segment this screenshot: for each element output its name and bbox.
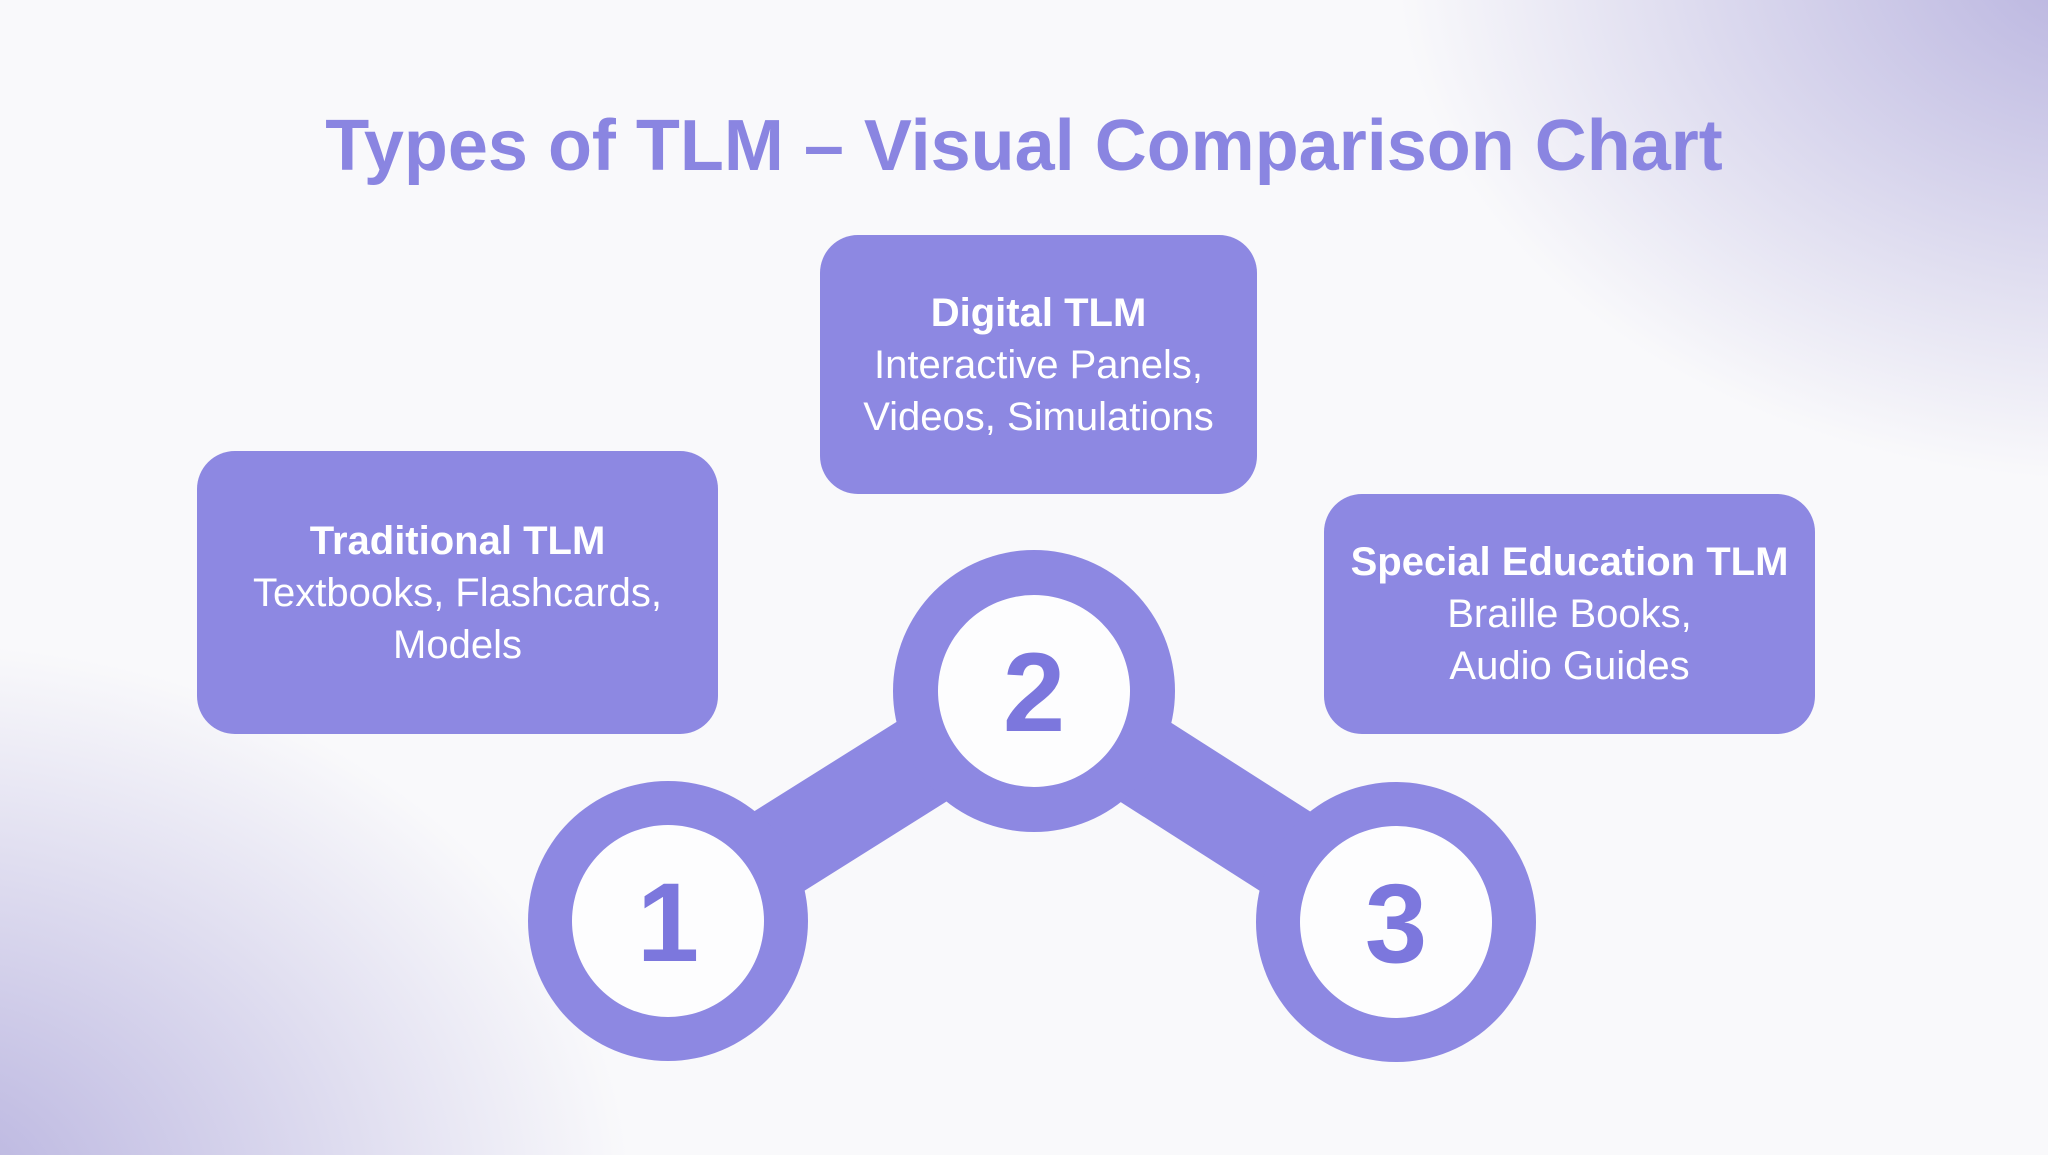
card-body-line: Videos, Simulations (863, 394, 1214, 439)
card-digital-tlm: Digital TLM Interactive Panels, Videos, … (820, 235, 1257, 494)
card-body-line: Interactive Panels, (873, 342, 1204, 387)
node-face-2 (938, 595, 1130, 787)
card-heading: Traditional TLM (309, 518, 606, 563)
page-title: Types of TLM – Visual Comparison Chart (325, 106, 1723, 186)
node-number-3: 3 (1365, 861, 1427, 986)
card-traditional-tlm: Traditional TLM Textbooks, Flashcards, M… (197, 451, 718, 734)
card-special-education-tlm: Special Education TLM Braille Books, Aud… (1324, 494, 1815, 734)
node-number-2: 2 (1003, 630, 1065, 755)
node-number-1: 1 (637, 860, 699, 985)
card-body-line: Audio Guides (1449, 644, 1690, 688)
node-face-1 (572, 825, 764, 1017)
card-body-line: Models (393, 622, 522, 667)
card-body-line: Braille Books, (1447, 592, 1692, 636)
card-heading: Special Education TLM (1350, 540, 1789, 584)
card-heading: Digital TLM (930, 290, 1147, 335)
node-face-3 (1300, 826, 1492, 1018)
card-body-line: Textbooks, Flashcards, (252, 570, 663, 615)
